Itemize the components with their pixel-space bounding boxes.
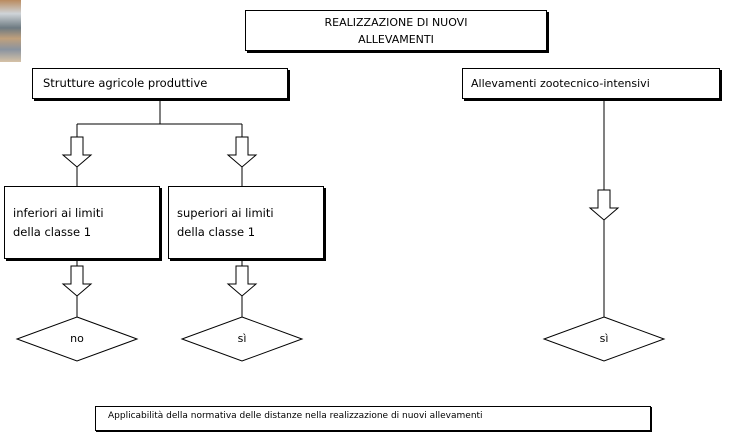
condition-below-limits-box: inferiori ai limiti della classe 1 (4, 186, 160, 259)
diagram-title-box: REALIZZAZIONE DI NUOVI ALLEVAMENTI (245, 10, 547, 51)
footer-caption-box: Applicabilità della normativa delle dist… (95, 406, 651, 431)
arrow-down-a2 (61, 265, 93, 297)
decision-si-diamond-left (180, 316, 304, 362)
category-left-box: Strutture agricole produttive (32, 68, 288, 99)
decision-no-diamond (15, 316, 139, 362)
condition-b-line-2: della classe 1 (177, 225, 256, 239)
title-line-1: REALIZZAZIONE DI NUOVI (324, 16, 468, 29)
arrow-down-a1 (61, 136, 93, 168)
decision-si-left-label: sì (237, 332, 247, 345)
decision-si-right-label: sì (599, 332, 609, 345)
condition-above-limits-box: superiori ai limiti della classe 1 (168, 186, 324, 259)
condition-a-line-1: inferiori ai limiti (13, 206, 104, 220)
category-right-label: Allevamenti zootecnico-intensivi (471, 77, 650, 90)
livestock-photo-thumbnail (0, 0, 21, 62)
category-left-label: Strutture agricole produttive (43, 76, 208, 90)
decision-si-diamond-right (542, 316, 666, 362)
decision-no-label: no (70, 332, 84, 345)
condition-a-line-2: della classe 1 (13, 225, 92, 239)
condition-b-line-1: superiori ai limiti (177, 206, 274, 220)
category-right-box: Allevamenti zootecnico-intensivi (462, 68, 720, 99)
arrow-down-b2 (226, 265, 258, 297)
footer-caption: Applicabilità della normativa delle dist… (108, 411, 483, 421)
arrow-down-right (588, 189, 620, 221)
arrow-down-b1 (226, 136, 258, 168)
title-line-2: ALLEVAMENTI (358, 33, 434, 46)
